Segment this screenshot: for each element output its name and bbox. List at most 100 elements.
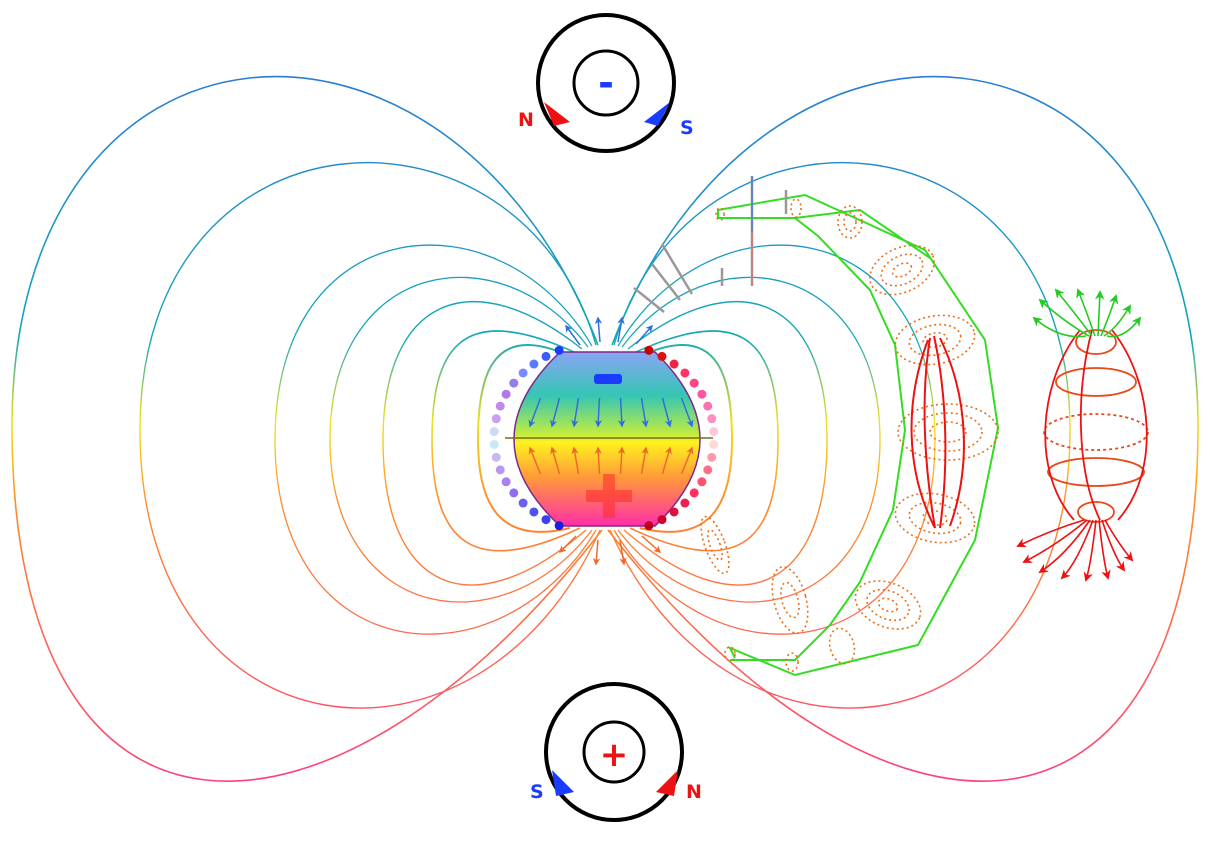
- field-line: [329, 276, 593, 603]
- torus-shell: [717, 193, 1000, 677]
- vortex-ring: [1047, 457, 1145, 487]
- bead: [501, 477, 511, 487]
- shell-meridians: [910, 335, 965, 529]
- down-arrow-icon: [680, 397, 694, 428]
- cross-section: [771, 566, 809, 634]
- beads: [489, 345, 719, 531]
- bead: [518, 368, 528, 378]
- bead: [707, 452, 717, 462]
- field-line: [476, 344, 571, 533]
- bead: [680, 368, 690, 378]
- vortex: [1043, 329, 1149, 523]
- field-line: [613, 244, 936, 635]
- up-arrow-icon: [617, 316, 625, 343]
- bead: [697, 477, 707, 487]
- bead: [697, 389, 707, 399]
- down-arrow-icon: [1022, 519, 1088, 563]
- cross-section: [897, 403, 999, 461]
- bead: [689, 378, 699, 388]
- down-arrow-icon: [592, 539, 601, 566]
- down-arrow-icon: [617, 397, 626, 428]
- inner-arrows: [528, 397, 694, 475]
- vortex-ring: [1043, 413, 1149, 451]
- magnet-plus-sign: [586, 474, 632, 518]
- magnet-body: [505, 351, 713, 527]
- top-circulation-symbol: - N S: [518, 13, 694, 153]
- bead: [501, 389, 511, 399]
- needle-icon: [660, 243, 694, 295]
- top-right-pole: S: [680, 117, 694, 139]
- down-arrow-icon: [594, 397, 603, 428]
- inner-circle: [572, 49, 640, 117]
- down-arrow-icon: [661, 397, 673, 428]
- up-arrow-icon: [640, 446, 649, 475]
- bead: [509, 378, 519, 388]
- up-arrow-icon: [617, 446, 626, 475]
- bead: [495, 401, 505, 411]
- bead: [644, 345, 654, 355]
- down-arrow-icon: [1038, 519, 1091, 574]
- bead: [554, 521, 564, 531]
- up-arrow-icon: [1054, 288, 1093, 337]
- field-line: [629, 330, 779, 552]
- field-lines-left: [11, 75, 603, 782]
- shell-outline: [718, 217, 907, 661]
- top-left-pole: N: [518, 109, 534, 131]
- up-arrow-icon: [550, 446, 561, 475]
- needles: [633, 176, 788, 313]
- up-arrow-icon: [1076, 288, 1096, 337]
- down-arrow-icon: [640, 397, 649, 428]
- bead: [554, 345, 564, 355]
- bead: [541, 515, 551, 525]
- down-arrow-icon: [558, 535, 577, 554]
- down-arrow-icon: [1083, 519, 1097, 582]
- down-arrow-icon: [1098, 519, 1111, 580]
- up-arrow-icon: [1032, 316, 1087, 338]
- needle-icon: [633, 287, 665, 313]
- bead: [703, 465, 713, 475]
- bead: [669, 507, 679, 517]
- vortex-ring: [1075, 329, 1117, 355]
- inner-circle: [582, 720, 646, 784]
- bead: [669, 359, 679, 369]
- field-line: [274, 244, 597, 635]
- cross-section: [715, 198, 802, 672]
- field-line: [639, 344, 734, 533]
- up-arrow-icon: [594, 316, 603, 343]
- up-arrow-icon: [1103, 304, 1131, 337]
- up-arrow-icon: [1100, 294, 1119, 337]
- bead: [509, 488, 519, 498]
- down-arrow-icon: [1101, 519, 1126, 572]
- bead: [529, 507, 539, 517]
- up-arrow-icon: [661, 446, 672, 475]
- bottom-right-pole: N: [686, 781, 702, 803]
- cross-section: [837, 205, 863, 239]
- down-arrow-icon: [571, 397, 580, 428]
- field-line: [431, 330, 581, 552]
- pole-arrows: [558, 316, 662, 566]
- vortex-outline: [1079, 329, 1101, 521]
- up-arrow-icon: [528, 446, 542, 475]
- shell-outline: [717, 193, 1000, 677]
- up-arrow-icon: [594, 446, 603, 475]
- field-line: [609, 162, 1071, 709]
- cross-section: [828, 627, 856, 665]
- down-arrow-icon: [549, 397, 561, 428]
- field-line: [139, 162, 601, 709]
- up-arrow-icon: [1094, 290, 1105, 337]
- bead: [495, 465, 505, 475]
- bead: [689, 488, 699, 498]
- down-arrow-icon: [1104, 519, 1134, 562]
- bead: [703, 401, 713, 411]
- down-arrow-icon: [641, 535, 662, 553]
- cross-section: [854, 580, 922, 630]
- magnet-shape: [513, 351, 701, 527]
- bead: [491, 452, 501, 462]
- field-line: [607, 75, 1199, 782]
- south-arrowhead: [644, 102, 670, 126]
- top-sign: -: [598, 61, 614, 105]
- south-arrowhead: [552, 770, 574, 796]
- north-arrowhead: [656, 770, 678, 796]
- bottom-circulation-symbol: + S N: [530, 682, 702, 822]
